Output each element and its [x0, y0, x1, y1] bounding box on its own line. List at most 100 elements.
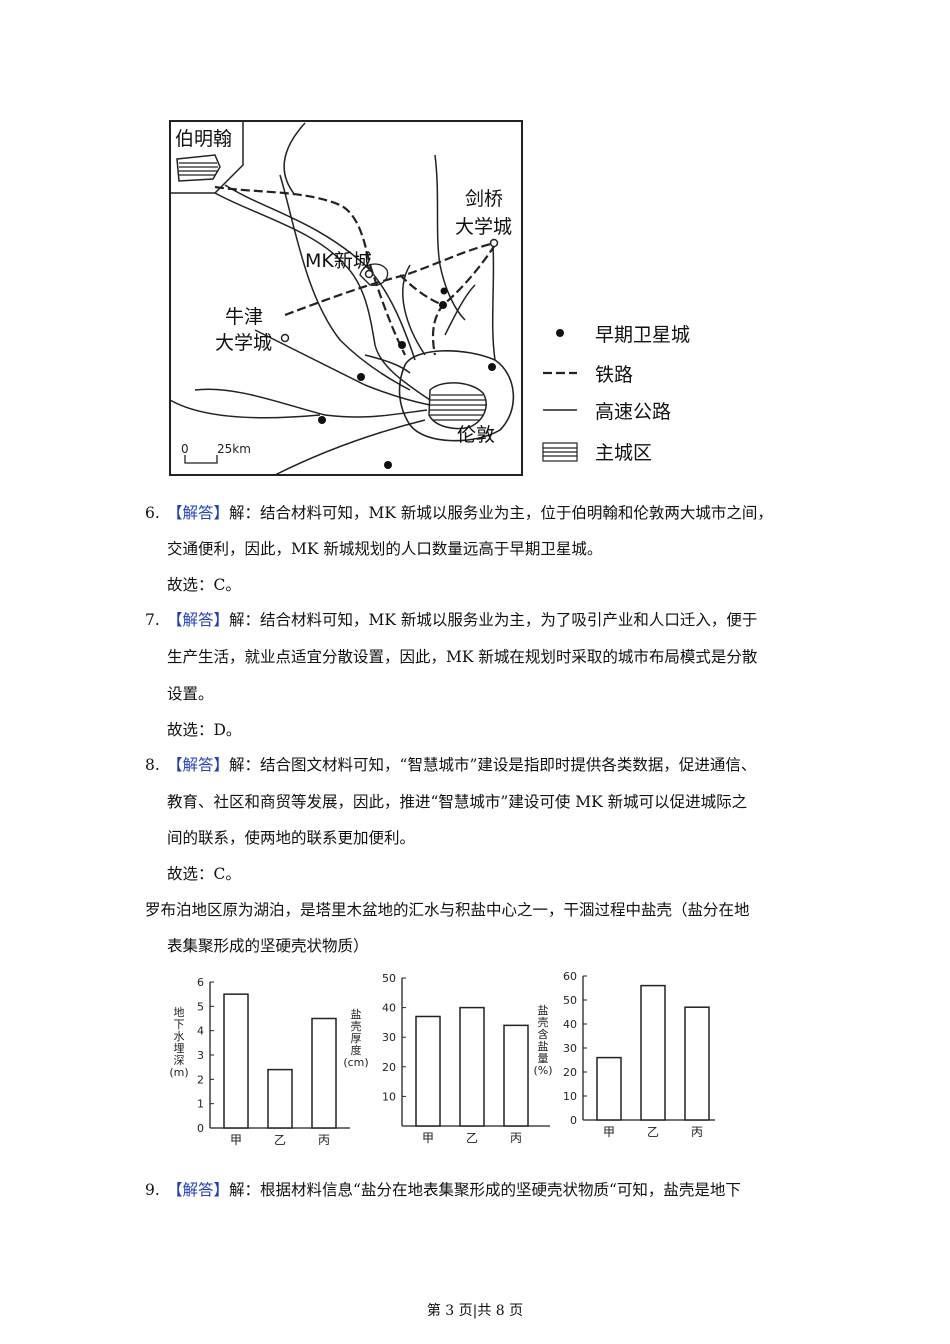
chart-0-ytick-label-0: 0 — [197, 1122, 204, 1135]
answer-8-line-3: 间的联系，使两地的联系更加便利。 — [167, 829, 416, 847]
legend-highway-label: 高速公路 — [595, 401, 671, 423]
scale-25km: 25km — [217, 442, 251, 456]
chart-0-ytick-label-5: 5 — [197, 1000, 204, 1013]
answer-7-line-1: 解：结合材料可知，MK 新城以服务业为主，为了吸引产业和人口迁入，便于 — [229, 611, 758, 629]
chart-2-category-0: 甲 — [603, 1125, 615, 1139]
mk-newcity-outline — [359, 263, 389, 286]
chart-1-ylabel-0: 盐 — [351, 1008, 362, 1021]
chart-0-category-2: 丙 — [318, 1133, 330, 1147]
chart-2-ytick-label-5: 50 — [563, 994, 577, 1007]
chart-2-ylabel-0: 盐 — [538, 1004, 549, 1017]
chart-2-ytick-label-1: 10 — [563, 1090, 577, 1103]
answer-8-line-1: 解：结合图文材料可知，“智慧城市”建设是指即时提供各类数据，促进通信、 — [229, 756, 757, 774]
answer-8: 8. 【解答】解：结合图文材料可知，“智慧城市”建设是指即时提供各类数据，促进通信… — [145, 755, 756, 775]
answer-6: 6.【解答】解：结合材料可知，MK 新城以服务业为主，位于伯明翰和伦敦两大城市之… — [145, 503, 773, 523]
chart-0-category-1: 乙 — [274, 1133, 286, 1147]
label-cambridge-1: 剑桥 — [465, 188, 503, 210]
label-oxford-1: 牛津 — [225, 306, 263, 328]
birmingham-urban-area — [176, 154, 221, 182]
chart-1-ylabel-1: 壳 — [351, 1019, 362, 1033]
chart-2-bar-0 — [596, 1056, 622, 1121]
legend-urban-symbol — [542, 442, 578, 462]
chart-0-ytick-label-3: 3 — [197, 1049, 204, 1062]
chart-2-ytick-label-2: 20 — [563, 1066, 577, 1079]
legend-satellite-symbol — [556, 329, 564, 337]
chart-2-category-1: 乙 — [647, 1125, 659, 1139]
answer-7-choice: 故选：D。 — [167, 721, 242, 739]
chart-1-category-0: 甲 — [422, 1131, 434, 1145]
page-footer: 第 3 页|共 8 页 — [426, 1303, 524, 1319]
answer-7-line-2: 生产生活，就业点适宜分散设置，因此，MK 新城在规划时采取的城市布局模式是分散 — [167, 648, 758, 666]
cambridge-marker — [489, 238, 499, 248]
scale-zero: 0 — [181, 442, 189, 456]
answer-6-choice: 故选：C。 — [167, 576, 241, 594]
answer-8-line-2: 教育、社区和商贸等发展，因此，推进“智慧城市”建设可使 MK 新城可以促进城际之 — [167, 793, 748, 811]
chart-1-bar-1 — [459, 1006, 485, 1127]
label-london: 伦敦 — [457, 424, 495, 446]
chart-1-ytick-label-3: 40 — [382, 1002, 396, 1015]
chart-0-ylabel-3: 埋 — [174, 1042, 185, 1055]
answer-8-choice: 故选：C。 — [167, 865, 241, 883]
chart-2-ylabel-3: 盐 — [538, 1040, 549, 1053]
answer-6-number: 6. — [145, 504, 160, 522]
chart-0-bar-2 — [311, 1017, 337, 1129]
scale-bar: 0 25km — [181, 442, 251, 464]
chart-1-category-1: 乙 — [466, 1131, 478, 1145]
answer-8-number: 8. — [145, 756, 160, 774]
answer-8-tag: 【解答】 — [167, 756, 230, 774]
answer-9-number: 9. — [145, 1181, 160, 1199]
chart-1-ytick-label-4: 50 — [382, 972, 396, 985]
label-oxford-2: 大学城 — [215, 332, 272, 354]
london-urban-area — [428, 382, 487, 430]
oxford-marker — [280, 333, 290, 343]
chart-1-bar-0 — [415, 1015, 441, 1127]
chart-2-bar-2 — [684, 1006, 710, 1121]
chart-1-ylabel-3: 度 — [351, 1043, 362, 1057]
answer-6-line-1: 解：结合材料可知，MK 新城以服务业为主，位于伯明翰和伦敦两大城市之间， — [229, 504, 773, 522]
chart-0-ylabel-0: 地 — [174, 1006, 185, 1019]
chart-2-ytick-label-0: 0 — [570, 1114, 577, 1127]
chart-1-ylabel-2: 厚 — [351, 1032, 362, 1045]
answer-7-number: 7. — [145, 611, 160, 629]
chart-2-ylabel-4: 量 — [538, 1052, 549, 1065]
chart-0-ylabel-4: 深 — [174, 1054, 185, 1067]
answer-9: 9. 【解答】解：根据材料信息“盐分在地表集聚形成的坚硬壳状物质“可知，盐壳是地下 — [145, 1180, 741, 1200]
intro-line-2: 表集聚形成的坚硬壳状物质） — [167, 937, 369, 955]
chart-0-ytick-label-4: 4 — [197, 1025, 204, 1038]
chart-2-ytick-label-6: 60 — [563, 970, 577, 983]
chart-2-ytick-label-4: 40 — [563, 1018, 577, 1031]
satellite-towns — [318, 287, 496, 469]
chart-1-ytick-label-0: 10 — [382, 1090, 396, 1103]
chart-0-ylabel-5: (m) — [169, 1066, 188, 1079]
label-birmingham: 伯明翰 — [175, 128, 232, 150]
answer-7-tag: 【解答】 — [167, 611, 230, 629]
legend-satellite-label: 早期卫星城 — [595, 324, 690, 346]
chart-1-category-2: 丙 — [510, 1131, 522, 1145]
answer-9-tag: 【解答】 — [167, 1181, 230, 1199]
legend-railway-label: 铁路 — [595, 364, 633, 386]
mk-marker — [364, 269, 374, 279]
intro-line-1: 罗布泊地区原为湖泊，是塔里木盆地的汇水与积盐中心之一，干涸过程中盐壳（盐分在地 — [145, 901, 750, 919]
chart-1-ylabel-4: (cm) — [343, 1056, 368, 1069]
chart-0-ytick-label-1: 1 — [197, 1098, 204, 1111]
chart-0-ylabel-2: 水 — [174, 1030, 185, 1043]
highways — [169, 122, 496, 476]
chart-2-ylabel-5: (%) — [533, 1064, 552, 1077]
chart-2-category-2: 丙 — [691, 1125, 703, 1139]
label-mk: MK新城 — [305, 250, 372, 272]
chart-0-ytick-label-2: 2 — [197, 1073, 204, 1086]
answer-7: 7. 【解答】解：结合材料可知，MK 新城以服务业为主，为了吸引产业和人口迁入，便… — [145, 610, 757, 630]
answer-9-line-1: 解：根据材料信息“盐分在地表集聚形成的坚硬壳状物质“可知，盐壳是地下 — [229, 1181, 741, 1199]
chart-0-bar-1 — [267, 1068, 293, 1129]
chart-2-ytick-label-3: 30 — [563, 1042, 577, 1055]
chart-1-ytick-label-1: 20 — [382, 1061, 396, 1074]
chart-0-ytick-label-6: 6 — [197, 976, 204, 989]
salt-crust-charts: 0123456甲乙丙地下水埋深(m)1020304050甲乙丙盐壳厚度(cm)0… — [169, 970, 715, 1147]
chart-2-ylabel-1: 壳 — [538, 1015, 549, 1029]
chart-0-category-0: 甲 — [230, 1133, 242, 1147]
label-cambridge-2: 大学城 — [455, 216, 512, 238]
chart-1-bar-2 — [503, 1024, 529, 1127]
chart-2-bar-1 — [640, 984, 666, 1121]
answer-6-line-2: 交通便利，因此，MK 新城规划的人口数量远高于早期卫星城。 — [167, 540, 603, 558]
legend-urban-label: 主城区 — [595, 442, 652, 464]
